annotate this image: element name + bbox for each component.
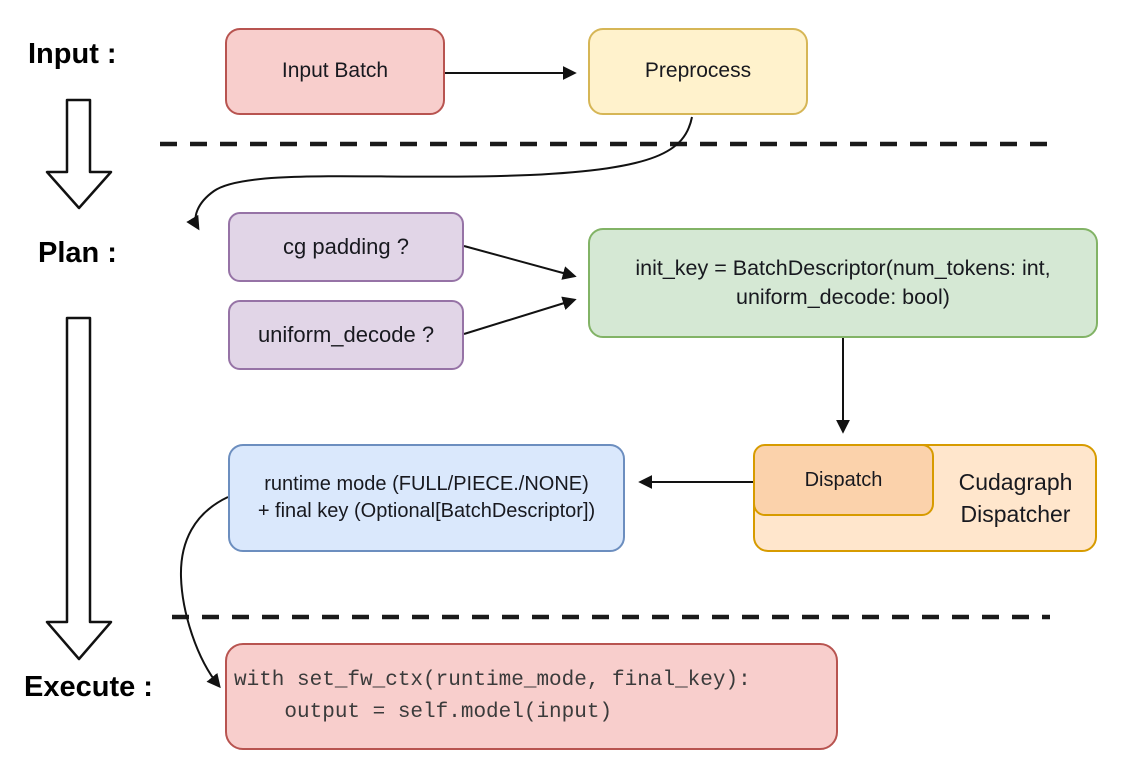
node-init-key-line1: init_key = BatchDescriptor(num_tokens: i… — [635, 255, 1051, 280]
input-stage-block-arrow — [45, 98, 113, 210]
node-cudagraph-dispatcher-label: Cudagraph Dispatcher — [934, 444, 1097, 552]
node-dispatch-label: Dispatch — [804, 468, 883, 491]
node-uniform-decode: uniform_decode ? — [228, 300, 464, 370]
node-cg-padding-label: cg padding ? — [283, 234, 409, 260]
stage-label-input: Input : — [28, 38, 117, 70]
cudagraph-dispatcher-line1: Cudagraph — [958, 468, 1073, 495]
node-input-batch: Input Batch — [225, 28, 445, 115]
node-init-key-line2: uniform_decode: bool) — [736, 285, 950, 309]
stage-label-execute: Execute : — [24, 671, 153, 703]
arrow-runtime-result-to-execute-code — [179, 496, 229, 689]
node-runtime-result-line2: + final key (Optional[BatchDescriptor]) — [257, 500, 596, 522]
arrow-uniform-decode-to-init-key — [463, 296, 577, 335]
cudagraph-dispatcher-line2: Dispatcher — [960, 501, 1071, 527]
node-init-key: init_key = BatchDescriptor(num_tokens: i… — [588, 228, 1098, 338]
execute-code-line1: with set_fw_ctx(runtime_mode, final_key)… — [234, 669, 751, 692]
node-preprocess-label: Preprocess — [644, 59, 752, 83]
execute-code-line2: output = self.model(input) — [234, 700, 613, 724]
node-dispatch: Dispatch — [753, 444, 934, 516]
stage-label-plan: Plan : — [38, 237, 117, 269]
node-preprocess: Preprocess — [588, 28, 808, 115]
node-cg-padding: cg padding ? — [228, 212, 464, 282]
plan-to-execute-block-arrow — [45, 316, 113, 661]
node-uniform-decode-label: uniform_decode ? — [257, 322, 435, 348]
node-runtime-result-line1: runtime mode (FULL/PIECE./NONE) — [264, 473, 589, 495]
node-runtime-result: runtime mode (FULL/PIECE./NONE) + final … — [228, 444, 625, 552]
node-execute-code: with set_fw_ctx(runtime_mode, final_key)… — [225, 643, 838, 750]
arrow-cg-padding-to-init-key — [463, 245, 577, 280]
node-input-batch-label: Input Batch — [281, 59, 389, 83]
